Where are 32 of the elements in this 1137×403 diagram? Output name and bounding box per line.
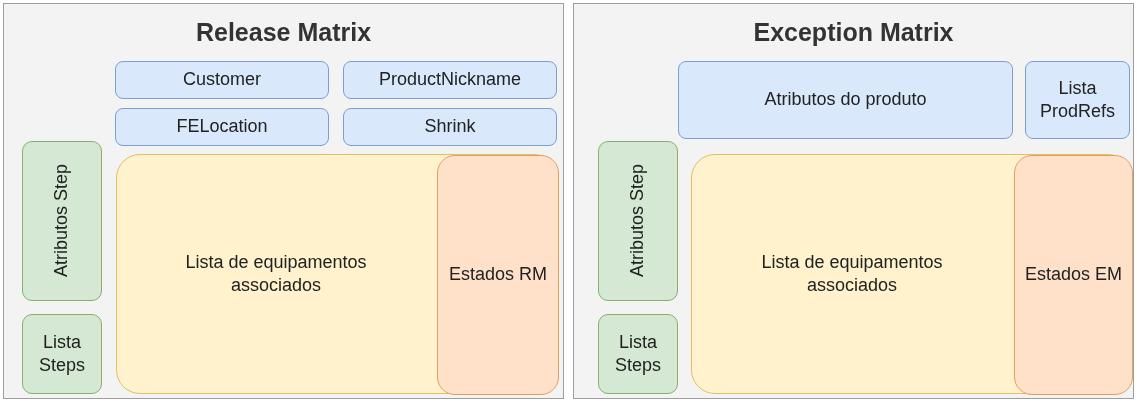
process-box — [115, 61, 329, 99]
box-label: Atributos Step — [626, 164, 649, 278]
box-label: Lista de equipamentos associados — [760, 250, 944, 297]
process-box — [343, 61, 557, 99]
box-label: Estados RM — [448, 263, 547, 287]
process-box — [116, 154, 558, 394]
box-label: Shrink — [424, 115, 476, 139]
box-label: Lista Steps — [614, 330, 662, 377]
process-box — [1025, 61, 1130, 139]
process-box — [1014, 155, 1133, 395]
process-box — [691, 154, 1132, 394]
panel-background — [3, 3, 564, 399]
process-box — [598, 314, 678, 394]
box-label: Atributos Step — [50, 164, 73, 278]
panel-title: Release Matrix — [195, 17, 372, 48]
box-label: Estados EM — [1024, 263, 1122, 287]
box-label: Lista ProdRefs — [1038, 76, 1116, 123]
process-box — [598, 141, 678, 301]
process-box — [437, 155, 559, 395]
process-box — [22, 314, 102, 394]
box-label: ProductNickname — [378, 68, 522, 92]
box-label: Lista Steps — [38, 330, 86, 377]
process-box — [678, 61, 1013, 139]
box-label: FELocation — [176, 115, 268, 139]
panel-title: Exception Matrix — [753, 17, 954, 48]
box-label: Atributos do produto — [764, 88, 927, 112]
box-label: Lista de equipamentos associados — [184, 250, 368, 297]
process-box — [22, 141, 102, 301]
panel-background — [573, 3, 1134, 399]
process-box — [343, 108, 557, 146]
box-label: Customer — [183, 68, 261, 92]
process-box — [115, 108, 329, 146]
